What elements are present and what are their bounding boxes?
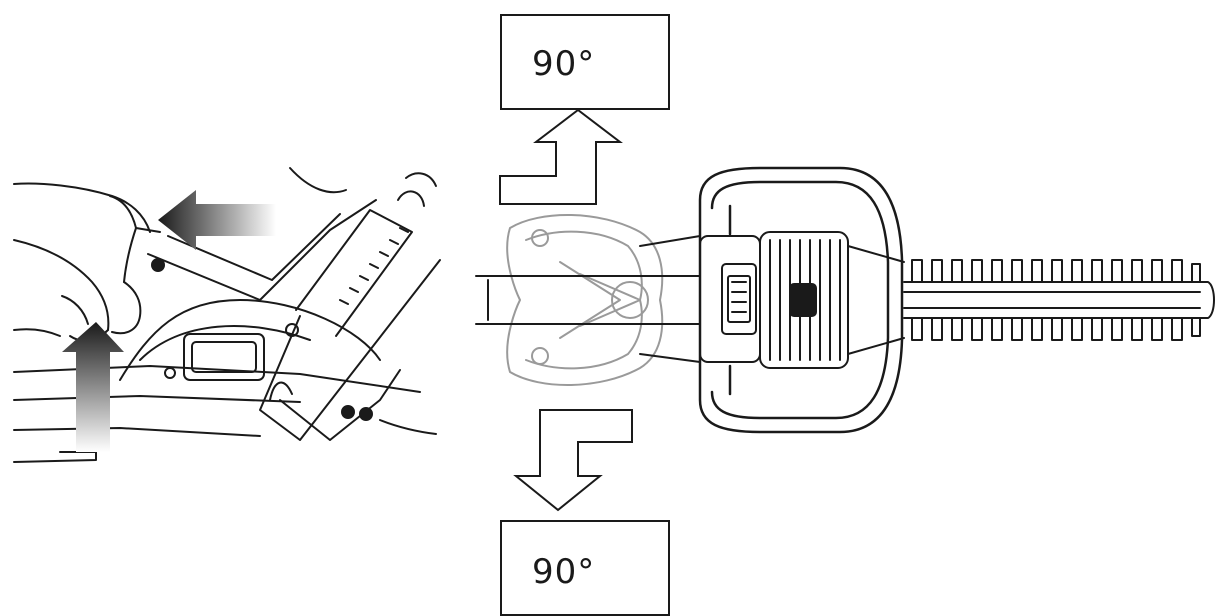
bottom-rotation-angle-label: 90° [532, 552, 596, 592]
hand-pressing-lever-icon [13, 167, 441, 463]
rotate-down-arrow-icon [513, 409, 633, 512]
top-rotation-angle-label: 90° [532, 44, 596, 84]
handle-rotation-diagram: 90° 90° [13, 14, 1215, 616]
diagram-canvas [13, 108, 1215, 512]
rotate-up-arrow-icon [499, 108, 623, 205]
hedge-trimmer-top-view-icon [475, 166, 1215, 434]
top-rotation-angle-box: 90° [500, 14, 670, 110]
bottom-rotation-angle-box: 90° [500, 520, 670, 616]
